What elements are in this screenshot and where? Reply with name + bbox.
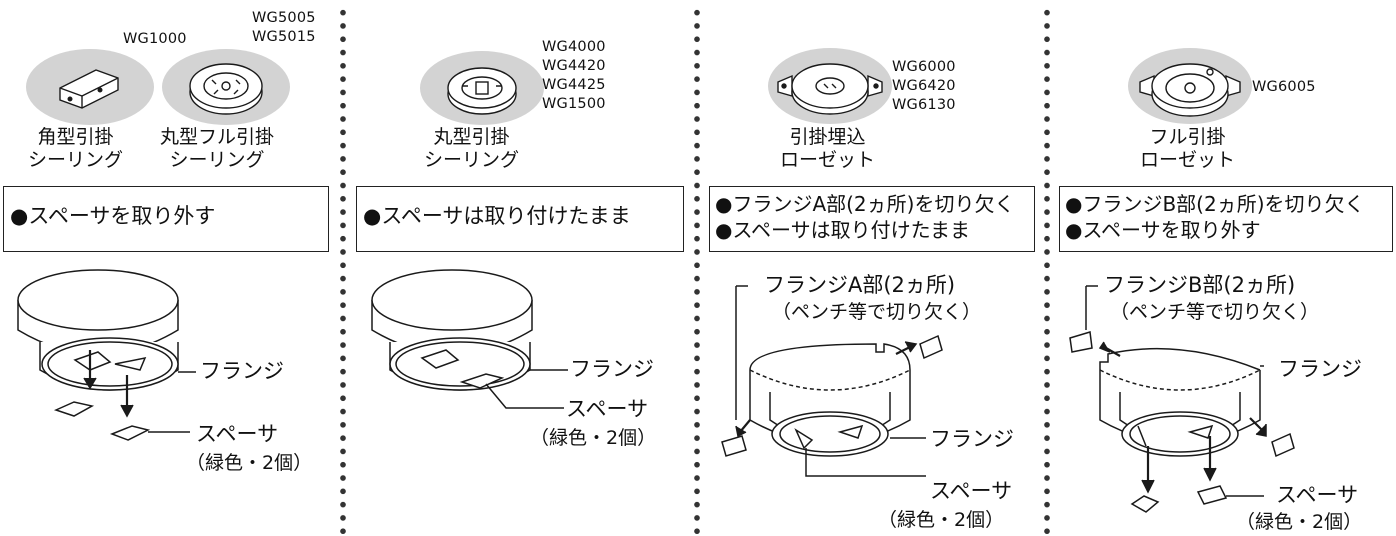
model-number: WG5005 bbox=[252, 10, 316, 26]
round-ceiling-device-illustration bbox=[420, 51, 544, 125]
separator-2 bbox=[694, 6, 700, 534]
callout-flange: フランジ bbox=[1278, 357, 1362, 381]
model-number: WG5015 bbox=[252, 29, 316, 45]
model-number: WG6005 bbox=[1252, 79, 1316, 95]
fixture-flange-cut-b-illustration bbox=[1069, 285, 1295, 513]
caption-line: シーリング bbox=[28, 149, 124, 171]
caption-embedded-rosette: 引掛埋込 ローゼット bbox=[780, 126, 875, 172]
caption-line: ローゼット bbox=[780, 149, 876, 171]
model-number: WG4000 bbox=[542, 39, 606, 55]
callout-flange: フランジ bbox=[930, 427, 1014, 451]
full-rosette-device-illustration bbox=[1128, 48, 1252, 124]
fixture-spacer-removed-illustration bbox=[17, 269, 196, 441]
caption-line: ローゼット bbox=[1140, 149, 1236, 171]
caption-line: シーリング bbox=[169, 149, 265, 171]
callout-flange-part: フランジA部(2ヵ所) bbox=[764, 273, 956, 297]
model-number: WG6000 bbox=[892, 59, 956, 75]
callout-spacer-note: （緑色・2個） bbox=[186, 452, 313, 474]
caption-round-ceiling: 丸型引掛 シーリング bbox=[424, 126, 519, 172]
instruction-line: ●スペーサは取り付けたまま bbox=[363, 204, 631, 228]
instruction-box: ●フランジA部(2ヵ所)を切り欠く ●スペーサは取り付けたまま bbox=[709, 186, 1035, 252]
callout-spacer-note: （緑色・2個） bbox=[878, 509, 1005, 531]
caption-round-full-ceiling: 丸型フル引掛 シーリング bbox=[160, 126, 274, 172]
instruction-line: ●フランジB部(2ヵ所)を切り欠く bbox=[1065, 192, 1365, 216]
model-list: WG6000 WG6420 WG6130 bbox=[892, 58, 956, 115]
model-number: WG1500 bbox=[542, 96, 606, 112]
caption-line: シーリング bbox=[424, 149, 520, 171]
callout-flange-part-note: （ペンチ等で切り欠く） bbox=[1110, 301, 1320, 323]
callout-flange-part: フランジB部(2ヵ所) bbox=[1104, 273, 1296, 297]
callout-spacer: スペーサ bbox=[930, 479, 1013, 503]
instruction-line: ●スペーサを取り外す bbox=[10, 204, 216, 228]
fixture-flange-cut-a-illustration bbox=[721, 285, 943, 477]
separator-1 bbox=[340, 6, 346, 534]
separator-3 bbox=[1044, 6, 1050, 534]
model-number: WG6420 bbox=[892, 78, 956, 94]
callout-spacer: スペーサ bbox=[1276, 483, 1359, 507]
callout-spacer-note: （緑色・2個） bbox=[1236, 511, 1363, 533]
caption-full-rosette: フル引掛 ローゼット bbox=[1140, 126, 1235, 172]
model-list: WG6005 bbox=[1252, 78, 1316, 97]
model-list-square: WG1000 bbox=[123, 30, 187, 49]
model-number: WG4420 bbox=[542, 58, 606, 74]
instruction-box: ●スペーサは取り付けたまま bbox=[356, 186, 684, 252]
callout-spacer: スペーサ bbox=[196, 422, 279, 446]
caption-line: 丸型フル引掛 bbox=[160, 126, 275, 148]
callout-flange: フランジ bbox=[570, 357, 654, 381]
callout-spacer: スペーサ bbox=[566, 397, 649, 421]
instruction-box: ●スペーサを取り外す bbox=[3, 186, 329, 252]
caption-square-ceiling: 角型引掛 シーリング bbox=[28, 126, 123, 172]
caption-line: 丸型引掛 bbox=[433, 126, 510, 148]
callout-flange-part-note: （ペンチ等で切り欠く） bbox=[772, 301, 982, 323]
instruction-line: ●スペーサを取り外す bbox=[1065, 218, 1261, 242]
model-number: WG1000 bbox=[123, 31, 187, 47]
instruction-line: ●フランジA部(2ヵ所)を切り欠く bbox=[715, 192, 1015, 216]
callout-spacer-note: （緑色・2個） bbox=[530, 427, 657, 449]
callout-flange: フランジ bbox=[200, 359, 284, 383]
model-number: WG6130 bbox=[892, 97, 956, 113]
caption-line: 引掛埋込 bbox=[789, 126, 866, 148]
instruction-box: ●フランジB部(2ヵ所)を切り欠く ●スペーサを取り外す bbox=[1059, 186, 1393, 252]
model-list: WG4000 WG4420 WG4425 WG1500 bbox=[542, 38, 606, 114]
fixture-spacer-attached-illustration bbox=[371, 269, 568, 409]
square-ceiling-device-illustration bbox=[26, 49, 290, 125]
model-list-round-full: WG5005 WG5015 bbox=[252, 9, 316, 47]
embedded-rosette-device-illustration bbox=[768, 48, 892, 124]
model-number: WG4425 bbox=[542, 77, 606, 93]
instruction-line: ●スペーサは取り付けたまま bbox=[715, 218, 971, 242]
caption-line: フル引掛 bbox=[1149, 126, 1226, 148]
caption-line: 角型引掛 bbox=[37, 126, 114, 148]
